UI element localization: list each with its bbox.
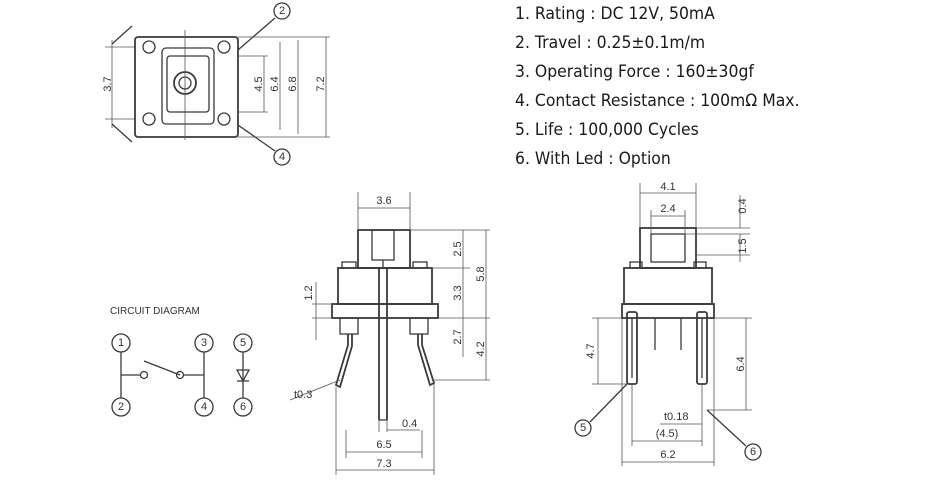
callout-5: 5 (580, 422, 586, 434)
dim-4.7: 4.7 (585, 343, 597, 358)
dim-4.1: 4.1 (660, 181, 675, 193)
terminal-2: 2 (118, 401, 124, 413)
dim-6.8: 6.8 (287, 76, 299, 91)
front-view-terminal (334, 334, 353, 389)
side-view-led (650, 233, 686, 263)
dim-1.2: 1.2 (303, 285, 315, 300)
circuit-diagram: CIRCUIT DIAGRAM 1 2 3 4 5 6 (110, 306, 253, 417)
dim-4.5-ref: (4.5) (656, 428, 679, 440)
top-view-inner-frame (161, 47, 215, 125)
switch-contact (175, 370, 185, 380)
dim-7.2: 7.2 (315, 76, 327, 91)
top-view-body (134, 36, 239, 138)
spec-operating-force: 3. Operating Force : 160±30gf (515, 62, 754, 82)
dim-2.7: 2.7 (452, 329, 464, 344)
dim-6.5: 6.5 (376, 439, 391, 451)
front-view-led (371, 229, 395, 261)
dim-0.4: 0.4 (402, 418, 417, 430)
top-view-pin-hole (217, 40, 231, 54)
callout-leader (706, 409, 747, 447)
dim-3.7: 3.7 (102, 76, 114, 91)
spec-contact-resistance: 4. Contact Resistance : 100mΩ Max. (515, 91, 800, 111)
dim-3.3: 3.3 (452, 285, 464, 300)
front-view-housing (337, 267, 433, 305)
callout-circle-4 (273, 148, 291, 166)
dim-t0.3: t0.3 (294, 389, 312, 401)
callout-4: 4 (279, 151, 285, 163)
dim-2.4: 2.4 (660, 203, 675, 215)
dim-4.5: 4.5 (253, 76, 265, 91)
terminal-1: 1 (118, 337, 124, 349)
dim-3.6: 3.6 (376, 195, 391, 207)
spec-life: 5. Life : 100,000 Cycles (515, 120, 699, 140)
side-view-housing-tab (629, 261, 643, 269)
dim-1.5: 1.5 (737, 238, 749, 253)
top-view-pin-hole (142, 112, 156, 126)
front-view-base (331, 303, 439, 319)
front-view-foot (409, 317, 429, 335)
callout-circle-5 (574, 419, 592, 437)
top-view: 3.7 4.5 6.4 6.8 7.2 2 4 (102, 2, 330, 166)
dim-6.2: 6.2 (660, 449, 675, 461)
front-view-terminal (417, 334, 436, 387)
terminal-6: 6 (240, 401, 246, 413)
led-symbol (235, 369, 251, 383)
front-view: 3.6 2.5 5.8 3.3 2.7 4.2 1.2 t0.3 0.4 (289, 192, 490, 475)
front-view-actuator (357, 229, 411, 269)
callout-leader (237, 124, 276, 152)
side-view-housing-tab (693, 261, 707, 269)
switch-contact (139, 370, 149, 380)
switch-blade (143, 360, 181, 376)
terminal-3: 3 (201, 337, 207, 349)
dim-5.8: 5.8 (475, 266, 487, 281)
dim-2.5: 2.5 (452, 241, 464, 256)
top-view-pin-hole (142, 40, 156, 54)
callout-circle-2 (273, 2, 291, 20)
side-view-base (621, 303, 715, 319)
dim-leader (289, 379, 341, 401)
side-view: 4.1 2.4 0.4 1.5 4.7 6.4 t0.18 (4.5) (574, 181, 762, 466)
dim-t0.18: t0.18 (664, 411, 688, 423)
terminal-4: 4 (201, 401, 207, 413)
circuit-title: CIRCUIT DIAGRAM (110, 306, 200, 317)
dim-7.3: 7.3 (376, 458, 391, 470)
top-view-pin-hole (217, 112, 231, 126)
dim-4.2: 4.2 (475, 341, 487, 356)
callout-circle-6 (744, 443, 762, 461)
side-view-housing (623, 267, 713, 305)
callout-leader (237, 17, 276, 51)
spec-list: 1. Rating : DC 12V, 50mA 2. Travel : 0.2… (515, 0, 824, 174)
top-view-callout-leader (111, 25, 133, 45)
dim-6.4: 6.4 (735, 356, 747, 371)
spec-travel: 2. Travel : 0.25±0.1m/m (515, 33, 706, 53)
top-view-callout-leader (111, 123, 133, 143)
front-view-housing-tab (341, 261, 357, 269)
callout-leader (589, 383, 628, 423)
callout-6: 6 (750, 446, 756, 458)
terminal-5: 5 (240, 337, 246, 349)
top-view-actuator (166, 55, 210, 113)
spec-led-option: 6. With Led : Option (515, 149, 671, 169)
dim-0.4: 0.4 (737, 198, 749, 213)
front-view-foot (339, 317, 359, 335)
dim-6.4: 6.4 (269, 76, 281, 91)
front-view-housing-tab (412, 261, 428, 269)
callout-2: 2 (279, 5, 285, 17)
spec-rating: 1. Rating : DC 12V, 50mA (515, 4, 715, 24)
